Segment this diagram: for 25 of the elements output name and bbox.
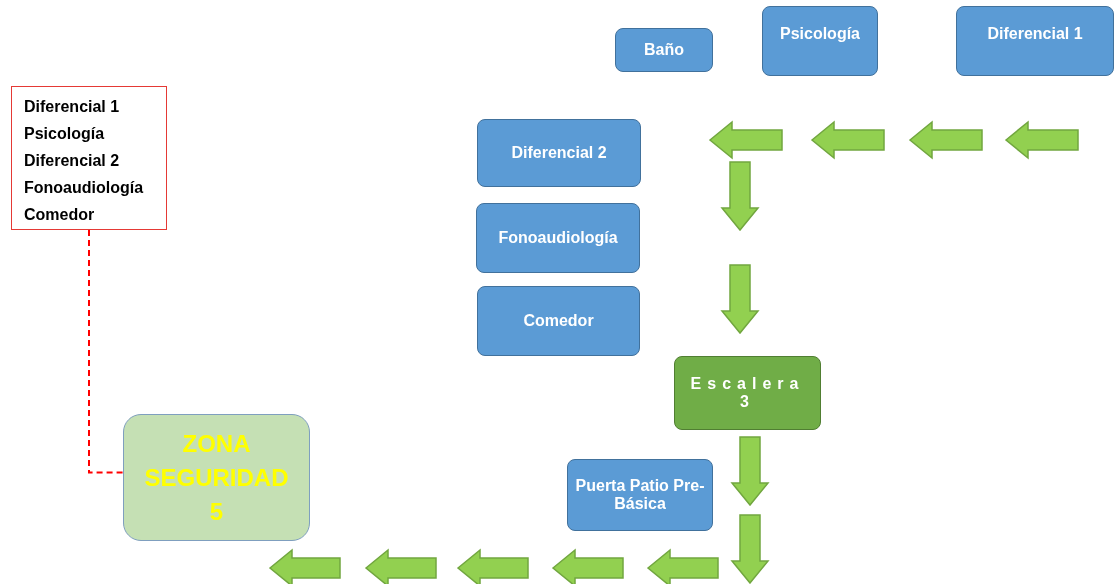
list-item: Comedor xyxy=(24,205,95,225)
room-label: Baño xyxy=(644,41,684,59)
list-box xyxy=(11,86,167,230)
safe-zone-box xyxy=(123,414,310,541)
room-box xyxy=(762,6,878,76)
room-label: Diferencial 2 xyxy=(511,144,607,162)
room-box xyxy=(956,6,1114,76)
list-item: Diferencial 2 xyxy=(24,151,120,171)
list-item: Psicología xyxy=(24,124,105,144)
room-label: Diferencial 1 xyxy=(987,25,1083,43)
room-label: Comedor xyxy=(523,312,594,330)
safe-zone-label: ZONA SEGURIDAD 5 xyxy=(143,428,290,527)
list-item: Diferencial 1 xyxy=(24,97,120,117)
stair-box xyxy=(674,356,821,430)
room-box xyxy=(476,203,640,273)
room-box xyxy=(615,28,713,72)
room-box xyxy=(477,286,640,356)
list-item: Fonoaudiología xyxy=(24,178,144,198)
room-label: Puerta Patio Pre-Básica xyxy=(574,477,706,513)
room-label: Fonoaudiología xyxy=(498,229,618,247)
room-label: Psicología xyxy=(780,25,860,43)
stair-label: Escalera 3 xyxy=(690,375,805,411)
room-box xyxy=(567,459,713,531)
room-box xyxy=(477,119,641,187)
leader-line xyxy=(88,229,124,474)
